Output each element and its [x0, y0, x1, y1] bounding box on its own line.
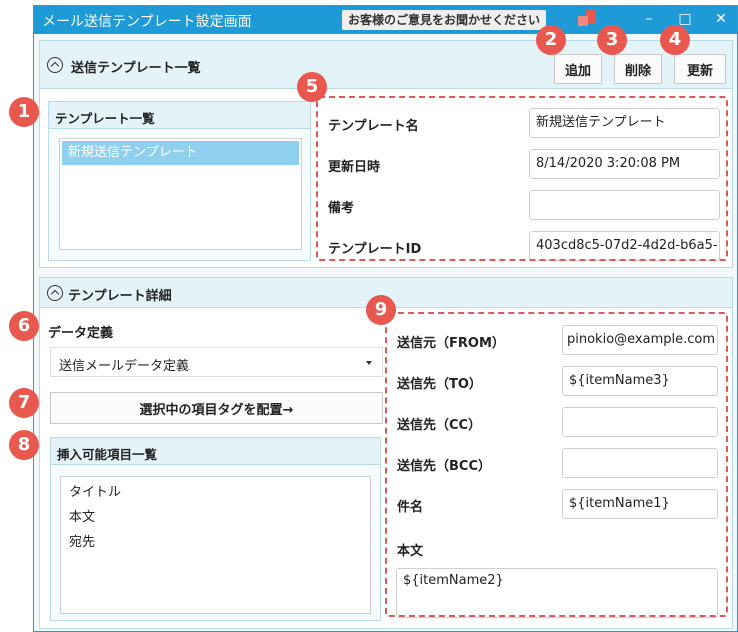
collapse-toggle-icon[interactable] — [47, 57, 63, 73]
remarks-label: 備考 — [328, 201, 355, 216]
chevron-down-icon — [366, 361, 372, 365]
from-label: 送信元（FROM） — [397, 336, 505, 351]
maximize-button[interactable]: □ — [678, 11, 692, 27]
insertable-list-item[interactable]: タイトル — [69, 485, 122, 500]
body-label: 本文 — [397, 544, 424, 559]
template-list-section-header: 送信テンプレート一覧 追加 削除 更新 — [40, 41, 732, 89]
marker-5: 5 — [297, 72, 327, 102]
delete-button[interactable]: 削除 — [614, 54, 662, 84]
marker-8: 8 — [9, 430, 39, 460]
data-definition-dropdown[interactable]: 送信メールデータ定義 — [50, 347, 383, 377]
template-detail-section-title: テンプレート詳細 — [68, 289, 172, 304]
template-list-item[interactable]: 新規送信テンプレート — [62, 141, 299, 165]
updated-at-label: 更新日時 — [328, 160, 381, 175]
data-definition-label: データ定義 — [48, 326, 114, 341]
marker-2: 2 — [536, 25, 566, 55]
to-label: 送信先（TO） — [397, 377, 482, 392]
feedback-icon[interactable] — [574, 8, 600, 30]
template-list-group-title: テンプレート一覧 — [55, 111, 155, 126]
marker-6: 6 — [9, 311, 39, 341]
remarks-input[interactable] — [529, 190, 720, 220]
window-title: メール送信テンプレート設定画面 — [42, 14, 252, 30]
app-window: メール送信テンプレート設定画面 お客様のご意見をお聞かせください – □ ✕ 送… — [33, 5, 738, 632]
body-textarea[interactable]: ${itemName2} — [396, 568, 718, 618]
insertable-list-item[interactable]: 本文 — [69, 510, 96, 525]
insertable-list-item[interactable]: 宛先 — [69, 535, 96, 550]
insertable-items-group-header: 挿入可能項目一覧 — [51, 438, 380, 465]
data-definition-value: 送信メールデータ定義 — [59, 359, 190, 374]
bcc-label: 送信先（BCC） — [397, 459, 491, 474]
title-bar: メール送信テンプレート設定画面 お客様のご意見をお聞かせください – □ ✕ — [34, 6, 737, 34]
marker-3: 3 — [597, 25, 627, 55]
marker-4: 4 — [660, 25, 690, 55]
insertable-items-listbox[interactable]: タイトル 本文 宛先 — [60, 476, 371, 614]
template-list-section: 送信テンプレート一覧 追加 削除 更新 テンプレート一覧 新規送信テンプレート … — [39, 40, 733, 268]
from-input[interactable]: pinokio@example.com — [562, 325, 718, 355]
template-name-input[interactable]: 新規送信テンプレート — [529, 108, 720, 138]
insertable-items-group: 挿入可能項目一覧 タイトル 本文 宛先 — [50, 437, 381, 621]
place-tag-button[interactable]: 選択中の項目タグを配置→ — [50, 392, 383, 424]
template-id-input[interactable]: 403cd8c5-07d2-4d2d-b6a5- — [529, 231, 720, 261]
insertable-items-title: 挿入可能項目一覧 — [57, 447, 158, 462]
minimize-button[interactable]: – — [645, 11, 653, 27]
template-detail-section: テンプレート詳細 データ定義 送信メールデータ定義 選択中の項目タグを配置→ 挿… — [39, 277, 733, 629]
add-button[interactable]: 追加 — [554, 54, 602, 84]
updated-at-input[interactable]: 8/14/2020 3:20:08 PM — [529, 149, 720, 179]
feedback-banner[interactable]: お客様のご意見をお聞かせください — [342, 10, 547, 30]
cc-label: 送信先（CC） — [397, 418, 482, 433]
close-button[interactable]: ✕ — [715, 11, 727, 27]
subject-label: 件名 — [397, 500, 424, 515]
template-name-label: テンプレート名 — [328, 119, 419, 134]
template-id-label: テンプレートID — [328, 242, 422, 257]
marker-9: 9 — [366, 295, 396, 325]
cc-input[interactable] — [562, 407, 718, 437]
subject-input[interactable]: ${itemName1} — [562, 489, 718, 519]
template-list-group: テンプレート一覧 新規送信テンプレート — [48, 101, 311, 261]
bcc-input[interactable] — [562, 448, 718, 478]
marker-7: 7 — [9, 388, 39, 418]
to-input[interactable]: ${itemName3} — [562, 366, 718, 396]
update-button[interactable]: 更新 — [674, 54, 726, 84]
template-list-section-title: 送信テンプレート一覧 — [71, 61, 201, 76]
template-list-group-header: テンプレート一覧 — [49, 102, 310, 129]
template-listbox[interactable]: 新規送信テンプレート — [59, 138, 302, 250]
collapse-toggle-icon[interactable] — [47, 285, 63, 301]
marker-1: 1 — [9, 97, 39, 127]
